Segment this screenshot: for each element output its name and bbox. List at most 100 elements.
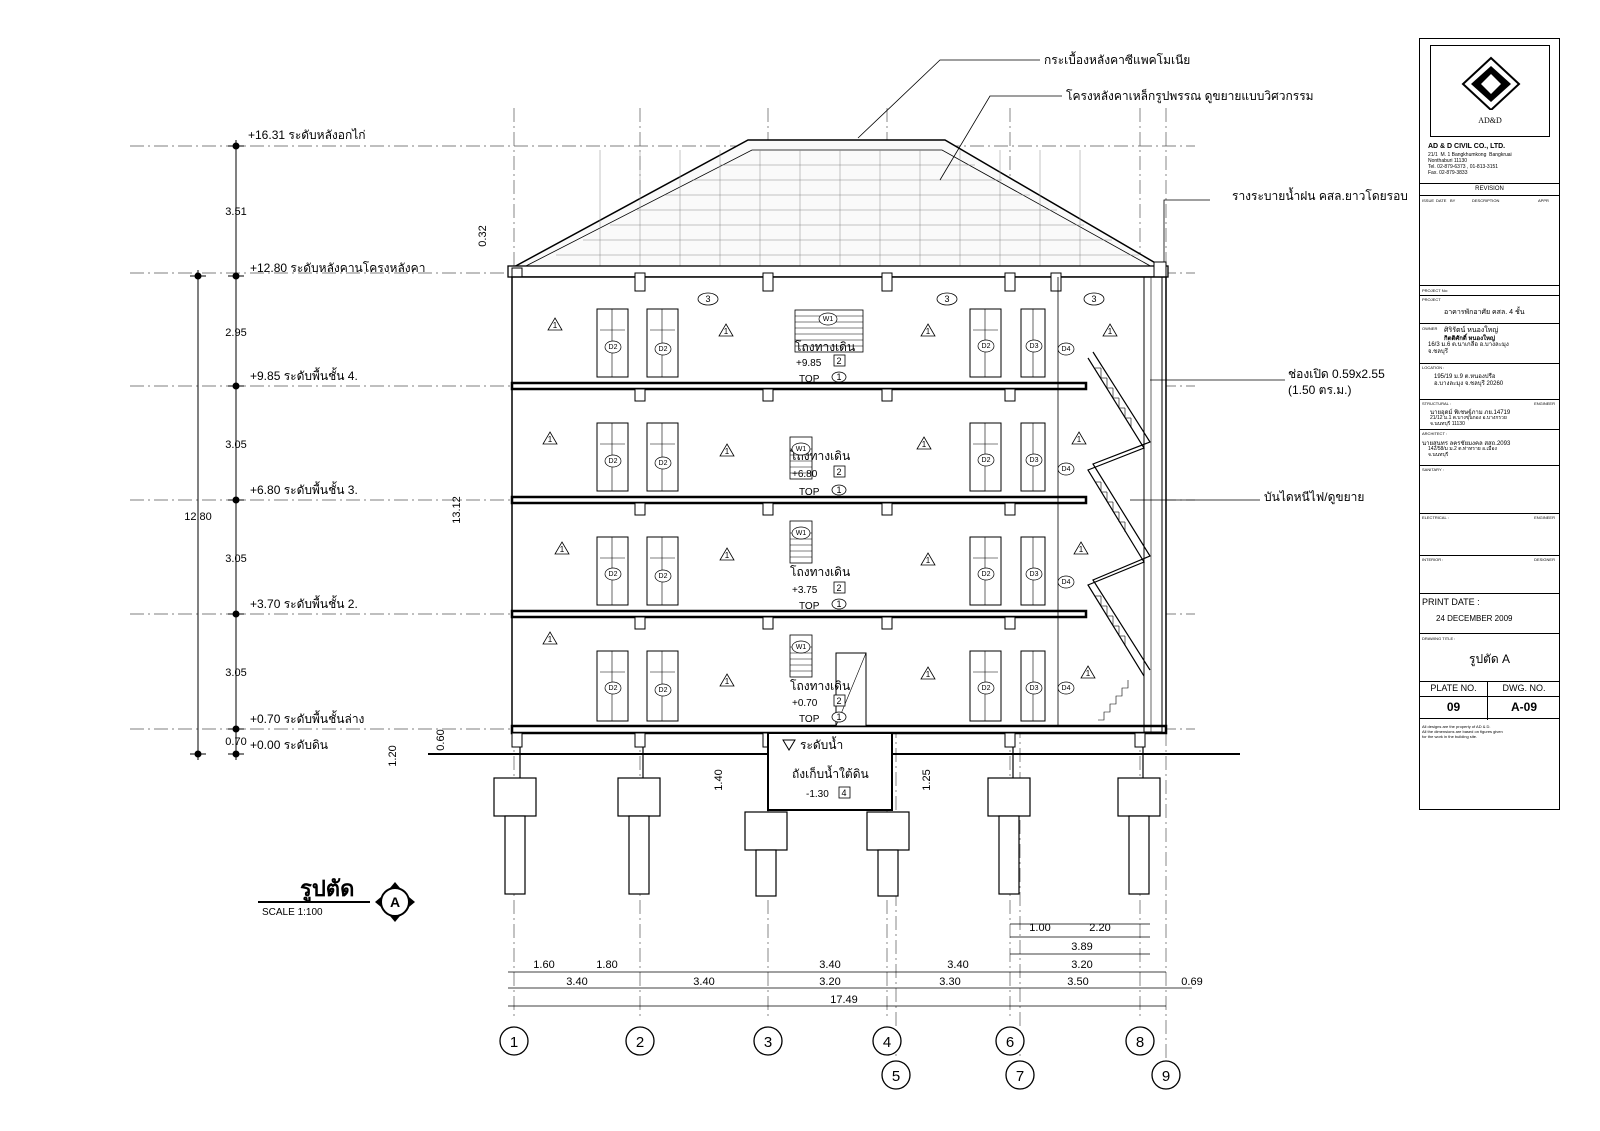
plate-row: PLATE NO. 09 DWG. NO. A-09: [1420, 681, 1560, 720]
print-date-row: PRINT DATE : 24 DECEMBER 2009: [1420, 593, 1559, 633]
wall-note-8: 1: [1077, 435, 1082, 444]
print-date-value: 24 DECEMBER 2009: [1436, 614, 1513, 623]
wall-note-12: 1: [1079, 545, 1084, 554]
horizontal-dim-texts: 1.60 1.80 3.40 3.40 3.20 3.40 3.40 3.20 …: [533, 922, 1202, 1006]
corridor-floor-1: โถงทางเดิน: [790, 679, 850, 693]
hdim-1-80: 1.80: [596, 959, 617, 971]
owner-row: OWNER ศิริรัตน์ หนองใหญ่ กิตติศักดิ์ หนอ…: [1420, 323, 1559, 363]
door-tag-2: D2: [659, 346, 668, 353]
tag-top-4: 1: [836, 372, 841, 382]
project-no-label: PROJECT No:: [1422, 288, 1448, 293]
vertical-dim-texts: 3.51 2.95 3.05 3.05 3.05 0.70 12.80 13.1…: [184, 206, 933, 791]
door-tag-16: D2: [609, 685, 618, 692]
level-floor-2: +3.70 ระดับพื้นชั้น 2.: [250, 595, 358, 611]
dwg-no-cell: DWG. NO. A-09: [1488, 682, 1560, 720]
dim-3-05-a: 3.05: [225, 439, 246, 451]
owner-address: 16/3 ม.6 ต.นาเกลือ อ.บางละมุง จ.ชลบุรี: [1428, 342, 1509, 355]
callout-roof-tile: กระเบื้องหลังคาซีแพคโมเนีย: [1044, 51, 1190, 67]
rev-col-issue: ISSUE: [1422, 198, 1435, 203]
revision-table: ISSUE DATE BY DESCRIPTION APPR: [1420, 195, 1559, 285]
project-row: PROJECT อาคารพักอาศัย คสล. 4 ชั้น: [1420, 295, 1559, 323]
sanitary-row: SANITARY :: [1420, 465, 1559, 513]
level-labels: +16.31 ระดับหลังอกไก่ +12.80 ระดับหลังคา…: [248, 128, 425, 752]
plate-no-label: PLATE NO.: [1420, 683, 1487, 697]
foundations: [493, 747, 1161, 897]
door-tag-18: D2: [982, 685, 991, 692]
architect-row: ARCHITECT : นายสุนทร ลครชัยมงคล สสถ.2093…: [1420, 429, 1559, 465]
corridor-level-2: +3.75: [792, 585, 818, 596]
hdim-3-50: 3.50: [1067, 976, 1088, 988]
owner-label: OWNER: [1422, 326, 1438, 331]
window-tag-4: W1: [796, 644, 807, 651]
corridor-top-1: TOP: [799, 714, 820, 725]
door-tag-20: D4: [1062, 685, 1071, 692]
section-scale: SCALE 1:100: [262, 907, 323, 918]
dim-3-05-c: 3.05: [225, 667, 246, 679]
hdim-2-20: 2.20: [1089, 922, 1110, 934]
wall-note-triangles: [542, 317, 1118, 687]
architect-label: ARCHITECT :: [1422, 431, 1448, 436]
wall-note-2: 1: [724, 327, 729, 336]
corridor-level-3: +6.80: [792, 469, 818, 480]
structural-name: นายอุดม์ พิเชษฐ์ภาม ภย.14719: [1430, 410, 1511, 416]
revision-header: REVISION: [1420, 183, 1559, 195]
grid-bubbles: [499, 1026, 1181, 1090]
roof-tile-hatch: [556, 150, 1139, 268]
level-ground-floor: +0.70 ระดับพื้นชั้นล่าง: [250, 710, 364, 726]
water-tank-label: ถังเก็บน้ำใต้ดิน: [792, 765, 869, 781]
level-ridge: +16.31 ระดับหลังอกไก่: [248, 128, 366, 142]
window-tag-1: W1: [823, 316, 834, 323]
hdim-3-30: 3.30: [939, 976, 960, 988]
wall-note-7: 1: [922, 440, 927, 449]
tag-level-3: 2: [836, 467, 841, 477]
dim-2-95: 2.95: [225, 327, 246, 339]
hdim-3-40-d: 3.40: [693, 976, 714, 988]
location-address: 195/19 ม.9 ต.หนองปรือ อ.บางละมุง จ.ชลบุร…: [1434, 374, 1504, 387]
door-tag-11: D2: [609, 571, 618, 578]
corridor-level-4: +9.85: [796, 358, 822, 369]
dim-13-12: 13.12: [451, 496, 463, 524]
hdim-3-89: 3.89: [1071, 941, 1092, 953]
water-tank-texts: ระดับน้ำ ถังเก็บน้ำใต้ดิน -1.30: [792, 736, 869, 800]
door-tag-8: D2: [982, 457, 991, 464]
door-tag-6: D2: [609, 458, 618, 465]
grid-9: 9: [1162, 1068, 1170, 1085]
hdim-3-40-c: 3.40: [566, 976, 587, 988]
electrical-row: ELECTRICAL : ENGINEER: [1420, 513, 1559, 555]
hdim-1-60: 1.60: [533, 959, 554, 971]
door-tag-12: D2: [659, 573, 668, 580]
wall-note-11: 1: [926, 556, 931, 565]
level-tag-texts: 2 1 2 1 2 1 2 1: [836, 356, 841, 722]
wall-note-1: 1: [553, 321, 558, 330]
wall-note-9: 1: [560, 545, 565, 554]
structural-row: STRUCTURAL : ENGINEER นายอุดม์ พิเชษฐ์ภา…: [1420, 399, 1559, 429]
door-tag-5: D4: [1062, 346, 1071, 353]
door-tag-14: D3: [1030, 571, 1039, 578]
level-tags: [831, 354, 847, 723]
section-title: รูปตัด: [300, 876, 354, 903]
company-logo-icon: [1461, 56, 1521, 110]
owner-name: ศิริรัตน์ หนองใหญ่: [1444, 327, 1499, 334]
horizontal-dims: [508, 923, 1192, 1007]
corridor-top-3: TOP: [799, 487, 820, 498]
dim-0-70: 0.70: [225, 736, 246, 748]
grid-5: 5: [892, 1068, 900, 1085]
plate-no-cell: PLATE NO. 09: [1420, 682, 1488, 720]
corridor-labels: โถงทางเดิน +9.85 TOP โถงทางเดิน +6.80 TO…: [790, 340, 855, 725]
door-tag-3: D2: [982, 343, 991, 350]
interior-designer-label: DESIGNER: [1534, 557, 1555, 562]
door-tag-10: D4: [1062, 466, 1071, 473]
hdim-1-00: 1.00: [1029, 922, 1050, 934]
wall-note-6: 1: [725, 447, 730, 456]
tag-top-3: 1: [836, 485, 841, 495]
location-label: LOCATION :: [1422, 365, 1445, 370]
corridor-floor-4: โถงทางเดิน: [795, 340, 855, 354]
water-level-label: ระดับน้ำ: [800, 736, 843, 752]
corridor-top-2: TOP: [799, 601, 820, 612]
callout-leaders: [857, 59, 1285, 501]
wall-note-texts: 1 1 1 1 1 1 1 1 1 1 1 1 1 1 1 1: [548, 321, 1113, 686]
dim-1-25: 1.25: [921, 769, 933, 790]
wall-note-5: 1: [548, 435, 553, 444]
door-tag-13: D2: [982, 571, 991, 578]
rev-col-date: DATE: [1436, 198, 1447, 203]
